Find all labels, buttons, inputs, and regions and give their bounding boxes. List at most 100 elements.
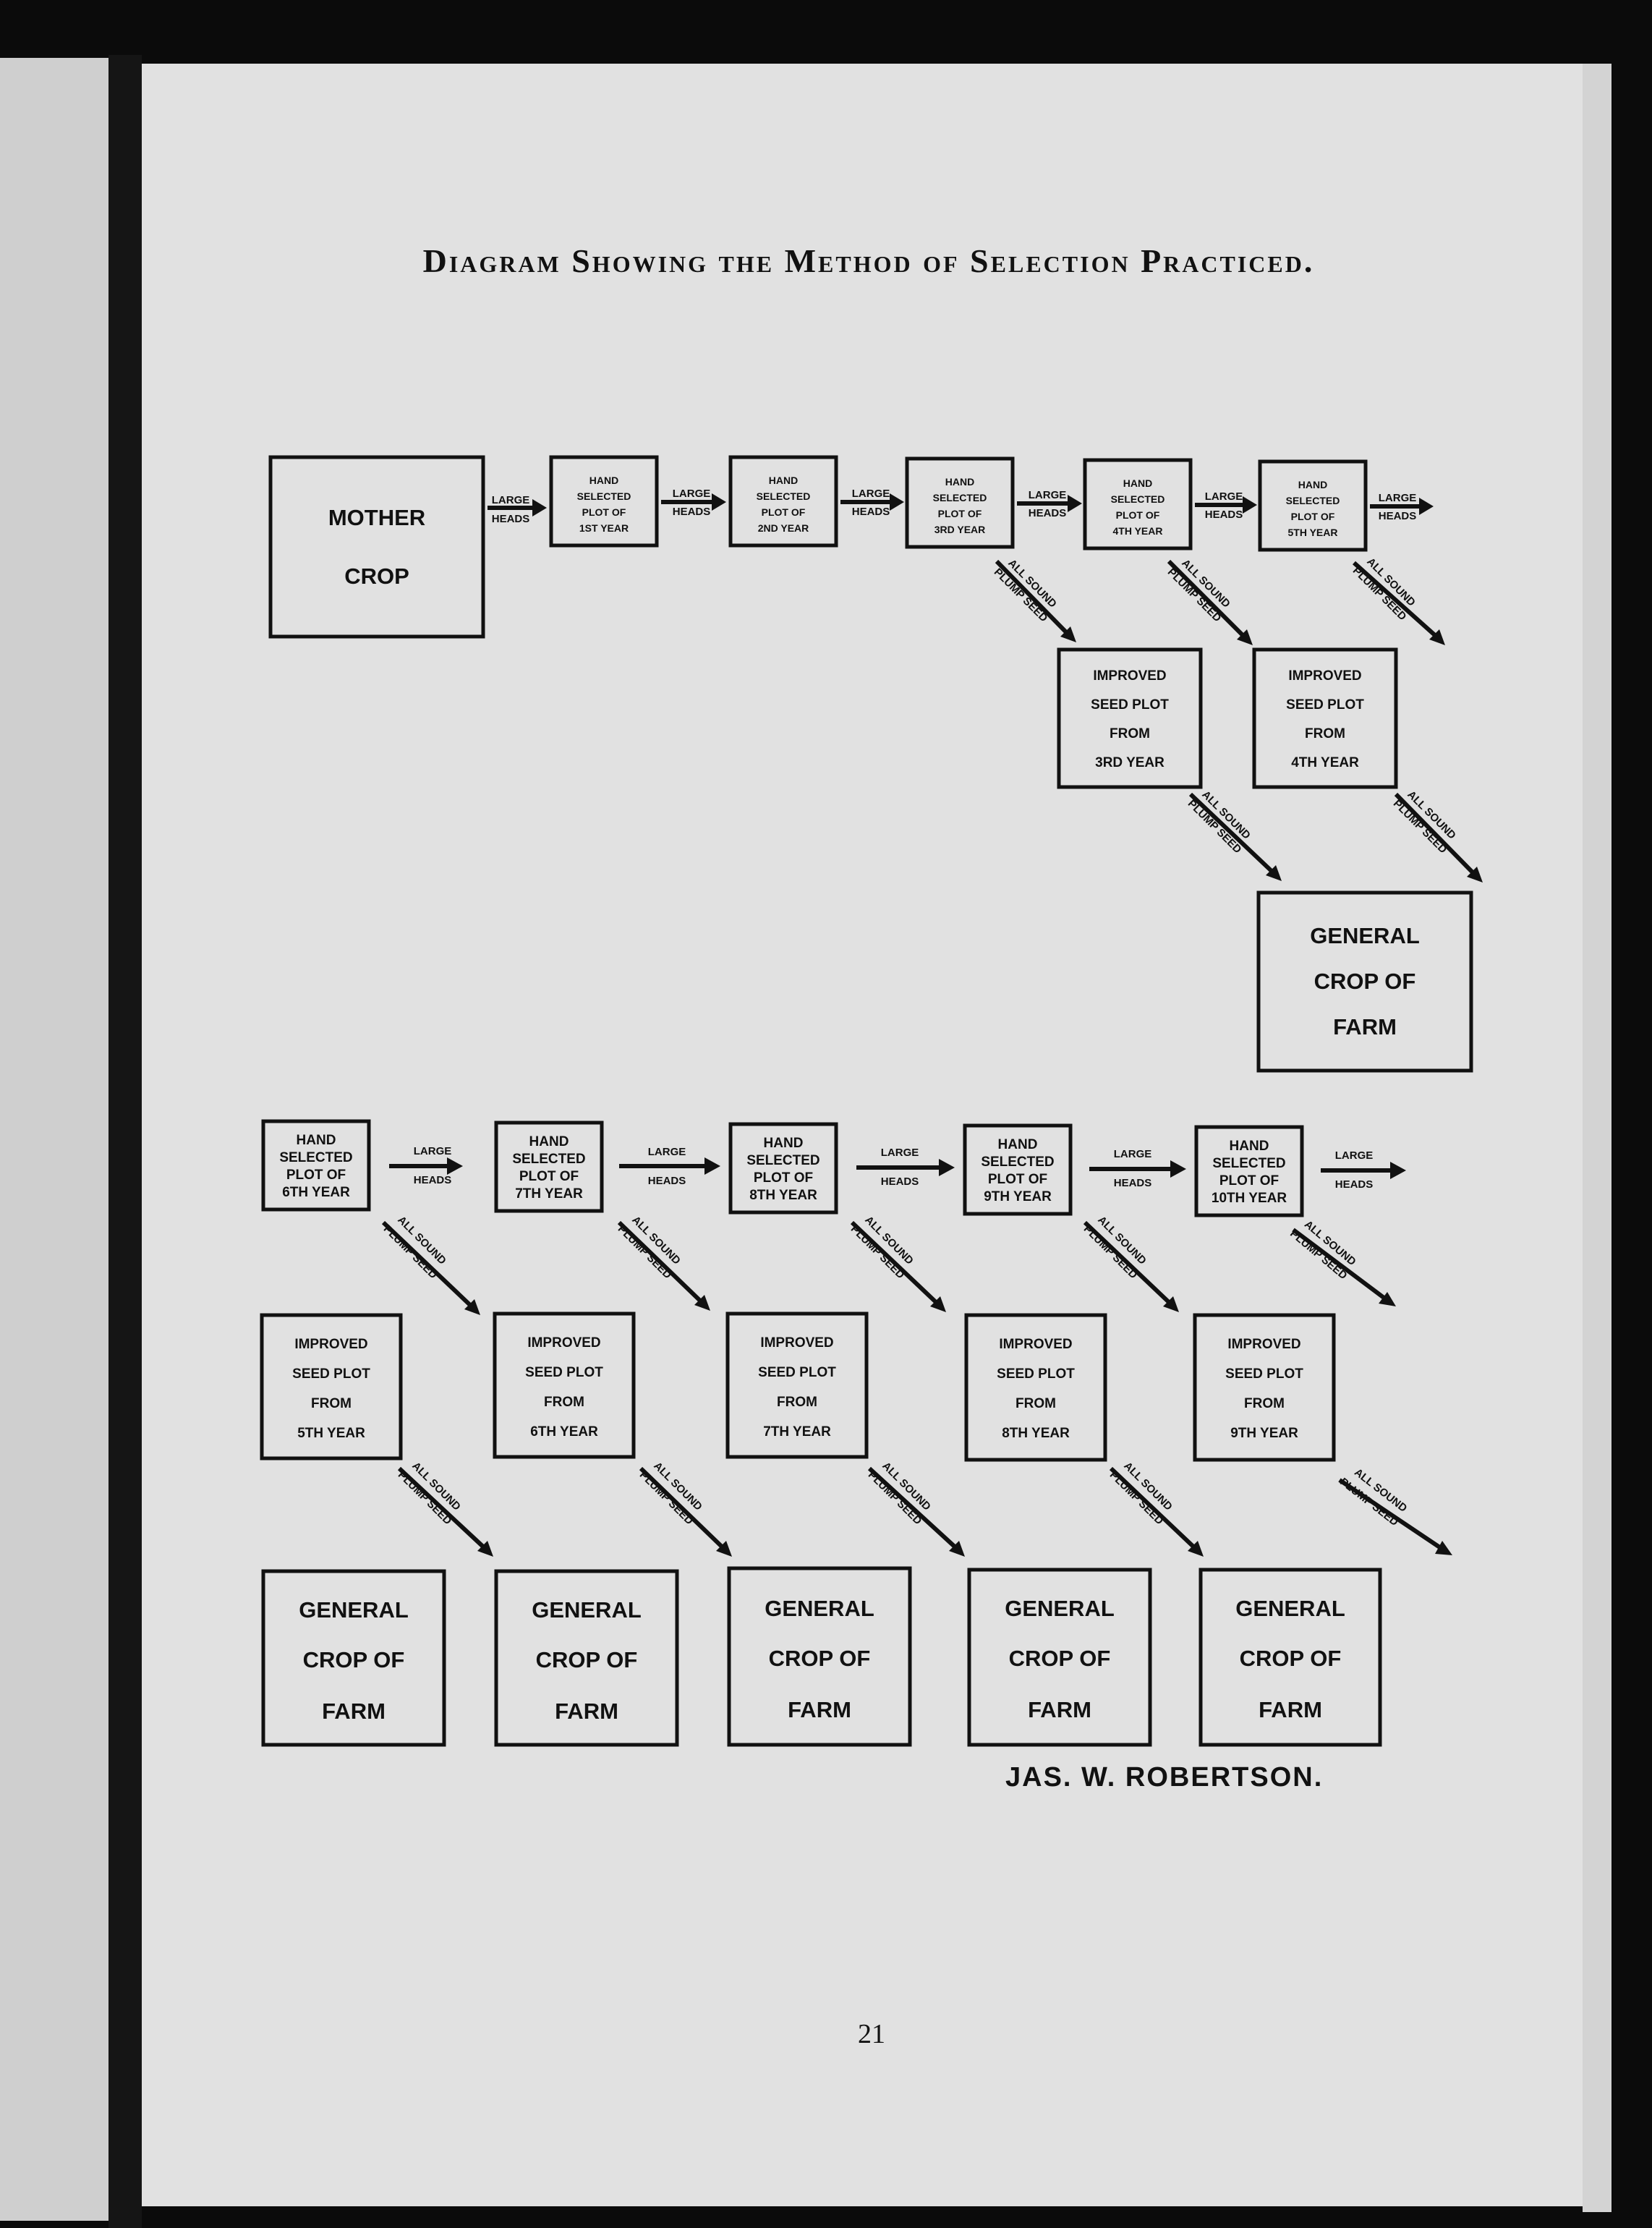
box-line: GENERAL — [299, 1597, 409, 1623]
box-line: SELECTED — [577, 490, 631, 502]
arrow-label-bottom: HEADS — [1379, 510, 1417, 522]
all-sound-plump-seed-arrow: ALL SOUND PLUMP SEED — [1337, 1466, 1452, 1555]
box-line: CROP OF — [303, 1647, 405, 1672]
box-line: FROM — [777, 1395, 817, 1410]
box-line: SELECTED — [512, 1152, 585, 1167]
arrow-label-bottom: HEADS — [1335, 1178, 1374, 1191]
arrow-label-bottom: HEADS — [1114, 1177, 1152, 1189]
box-line: PLOT OF — [582, 506, 626, 518]
box-line: IMPROVED — [1288, 668, 1361, 684]
box-line: FROM — [311, 1396, 352, 1411]
improved-seed-plot-from-8th-year: IMPROVED SEED PLOT FROM 8TH YEAR — [964, 1313, 1107, 1462]
improved-seed-plot-from-5th-year: IMPROVED SEED PLOT FROM 5TH YEAR — [260, 1313, 403, 1460]
box-line: 10TH YEAR — [1212, 1191, 1287, 1206]
hand-selected-plot-5th-year: HAND SELECTED PLOT OF 5TH YEAR — [1258, 459, 1368, 552]
arrow-label-bottom: HEADS — [492, 513, 530, 525]
box-line: CROP OF — [1009, 1646, 1111, 1671]
box-line: HAND — [998, 1137, 1038, 1152]
box-line: CROP OF — [1314, 969, 1416, 994]
box-line: SELECTED — [279, 1150, 352, 1165]
box-line: SEED PLOT — [758, 1365, 836, 1380]
hand-selected-plot-6th-year: HAND SELECTED PLOT OF 6TH YEAR — [261, 1119, 371, 1212]
box-line: 5TH YEAR — [1288, 527, 1338, 538]
large-heads-arrow: LARGE HEADS — [1321, 1149, 1406, 1191]
hand-selected-plot-10th-year: HAND SELECTED PLOT OF 10TH YEAR — [1194, 1125, 1304, 1217]
box-line: CROP OF — [769, 1646, 871, 1671]
box-line: GENERAL — [1235, 1596, 1345, 1621]
box-line: IMPROVED — [294, 1337, 367, 1352]
all-sound-plump-seed-arrow: ALL SOUND PLUMP SEED — [1391, 788, 1483, 883]
hand-selected-plot-2nd-year: HAND SELECTED PLOT OF 2ND YEAR — [728, 455, 838, 548]
hand-selected-plot-7th-year: HAND SELECTED PLOT OF 7TH YEAR — [494, 1121, 604, 1213]
box-line: HAND — [1123, 477, 1152, 489]
box-line: HAND — [945, 476, 974, 488]
book-page — [142, 64, 1583, 2206]
box-line: IMPROVED — [527, 1335, 600, 1351]
box-line: HAND — [529, 1134, 569, 1149]
box-line: 7TH YEAR — [763, 1424, 831, 1440]
box-line: PLOT OF — [1116, 509, 1160, 521]
all-sound-plump-seed-arrow: ALL SOUND PLUMP SEED — [616, 1214, 710, 1311]
box-line: CROP OF — [1240, 1646, 1342, 1671]
box-line: IMPROVED — [1227, 1337, 1300, 1352]
general-crop-of-farm-3: GENERAL CROP OF FARM — [727, 1566, 912, 1747]
all-sound-plump-seed-arrow: ALL SOUND PLUMP SEED — [381, 1214, 480, 1315]
box-line: SELECTED — [746, 1153, 819, 1168]
box-line: HAND — [589, 475, 618, 486]
box-line: IMPROVED — [1093, 668, 1166, 684]
box-line: SELECTED — [933, 492, 987, 503]
arrow-label-top: LARGE — [852, 488, 890, 500]
box-line: GENERAL — [532, 1597, 642, 1623]
box-line: CROP OF — [536, 1647, 638, 1672]
all-sound-plump-seed-arrow: ALL SOUND PLUMP SEED — [637, 1460, 732, 1557]
large-heads-arrow: LARGE HEADS — [1017, 489, 1082, 519]
box-line: 1ST YEAR — [579, 522, 629, 534]
arrow-label-bottom: HEADS — [648, 1175, 686, 1187]
improved-seed-plot-from-9th-year: IMPROVED SEED PLOT FROM 9TH YEAR — [1193, 1313, 1336, 1462]
box-line: PLOT OF — [988, 1172, 1047, 1187]
arrow-label-top: LARGE — [1205, 490, 1243, 503]
box-line: PLOT OF — [1219, 1173, 1279, 1189]
box-line: SELECTED — [1111, 493, 1165, 505]
arrow-label-top: LARGE — [881, 1147, 919, 1159]
improved-seed-plot-from-3rd-year: IMPROVED SEED PLOT FROM 3RD YEAR — [1057, 647, 1203, 789]
box-line: 9TH YEAR — [1230, 1426, 1298, 1441]
all-sound-plump-seed-arrow: ALL SOUND PLUMP SEED — [396, 1460, 493, 1557]
improved-seed-plot-from-7th-year: IMPROVED SEED PLOT FROM 7TH YEAR — [725, 1311, 869, 1459]
arrow-label-top: LARGE — [648, 1146, 686, 1158]
box-line: 2ND YEAR — [758, 522, 809, 534]
mother-crop-line-1: MOTHER — [328, 505, 425, 530]
general-crop-of-farm-1: GENERAL CROP OF FARM — [261, 1569, 446, 1747]
large-heads-arrow: LARGE HEADS — [840, 488, 904, 518]
box-line: SELECTED — [981, 1155, 1054, 1170]
box-line: FROM — [544, 1395, 584, 1410]
box-line: 9TH YEAR — [984, 1189, 1052, 1204]
box-line: SELECTED — [757, 490, 811, 502]
arrow-label-bottom: HEADS — [1205, 509, 1243, 521]
improved-seed-plot-from-6th-year: IMPROVED SEED PLOT FROM 6TH YEAR — [493, 1311, 636, 1459]
box-line: SEED PLOT — [525, 1365, 603, 1380]
general-crop-of-farm-4: GENERAL CROP OF FARM — [967, 1568, 1152, 1747]
box-line: IMPROVED — [760, 1335, 833, 1351]
large-heads-arrow: LARGE HEADS — [619, 1146, 720, 1187]
box-line: 8TH YEAR — [1002, 1426, 1070, 1441]
mother-crop-line-2: CROP — [344, 564, 409, 589]
box-line: IMPROVED — [999, 1337, 1072, 1352]
arrow-label-top: LARGE — [673, 488, 711, 500]
arrow-label-top: LARGE — [414, 1145, 452, 1157]
box-line: GENERAL — [1310, 923, 1420, 948]
box-line: PLOT OF — [1291, 511, 1335, 522]
box-line: SEED PLOT — [1286, 697, 1364, 713]
box-line: 8TH YEAR — [749, 1188, 817, 1203]
box-line: PLOT OF — [519, 1169, 579, 1184]
hand-selected-plot-8th-year: HAND SELECTED PLOT OF 8TH YEAR — [728, 1122, 838, 1215]
box-line: 3RD YEAR — [934, 524, 986, 535]
large-heads-arrow: LARGE HEADS — [856, 1147, 955, 1188]
all-sound-plump-seed-arrow: ALL SOUND PLUMP SEED — [992, 557, 1076, 642]
all-sound-plump-seed-arrow: ALL SOUND PLUMP SEED — [866, 1460, 965, 1557]
arrow-label-top: LARGE — [1379, 492, 1417, 504]
all-sound-plump-seed-arrow: ALL SOUND PLUMP SEED — [1081, 1214, 1179, 1312]
box-line: SEED PLOT — [292, 1366, 370, 1382]
all-sound-plump-seed-arrow: ALL SOUND PLUMP SEED — [848, 1214, 946, 1312]
